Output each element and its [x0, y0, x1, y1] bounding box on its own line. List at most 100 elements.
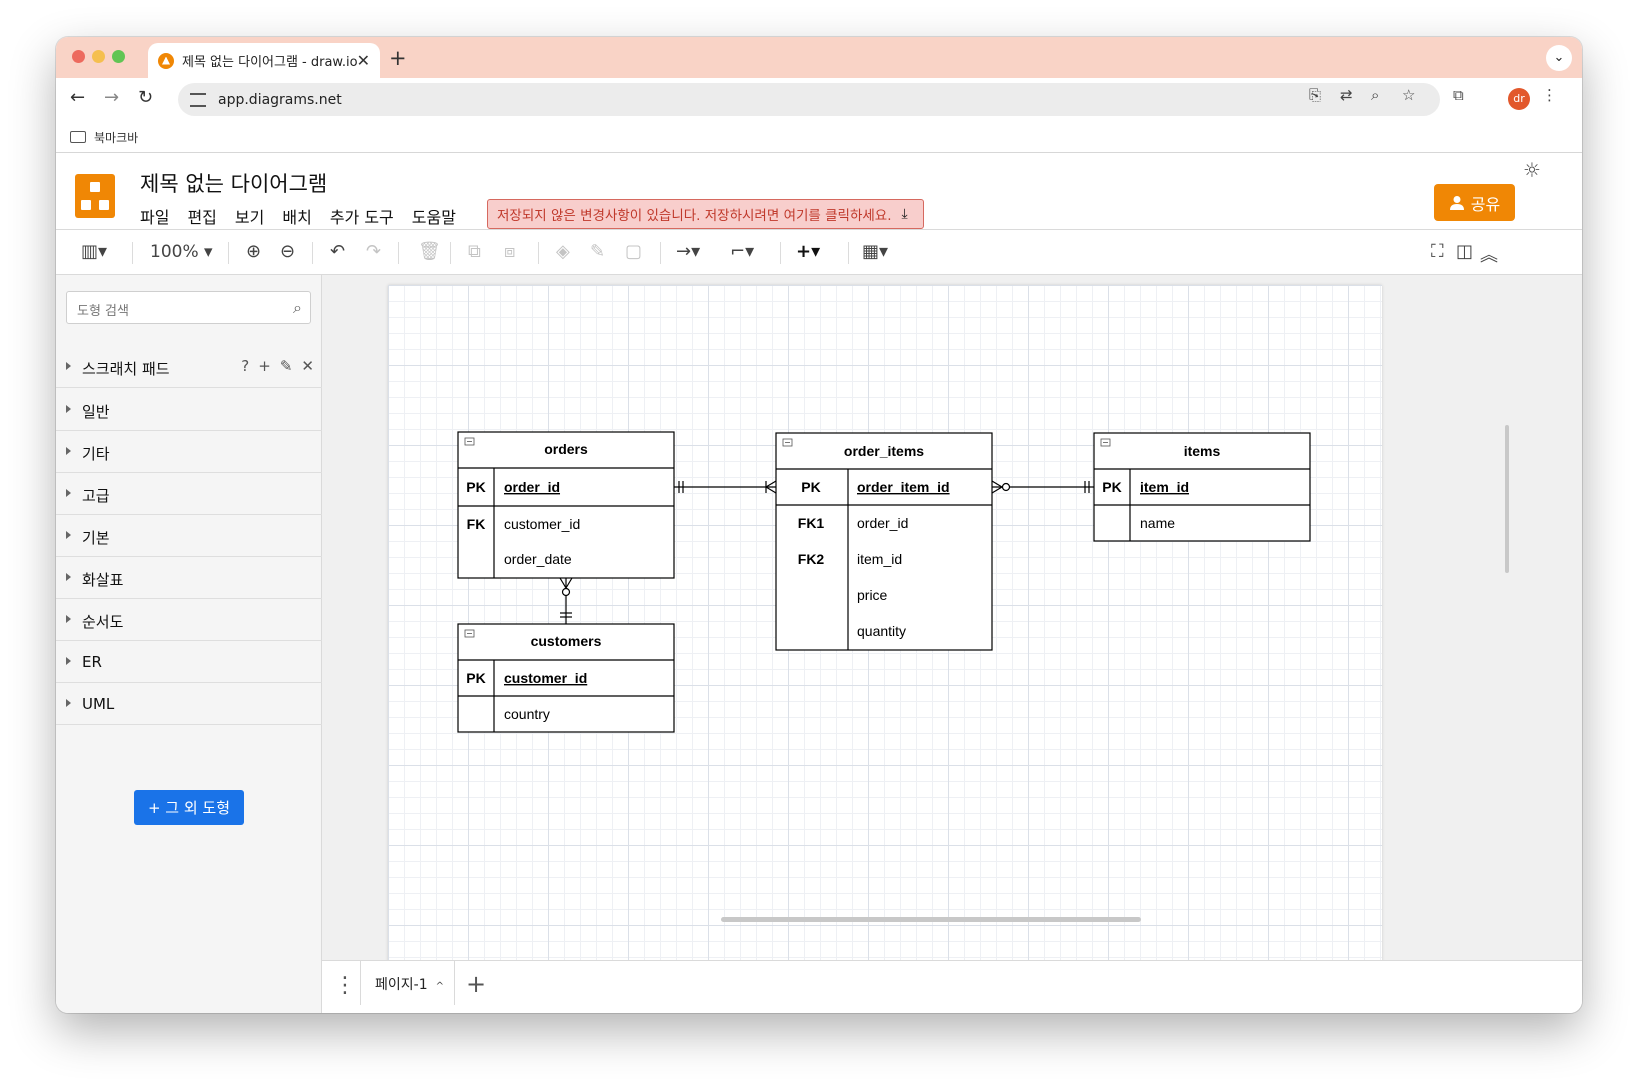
translate-icon[interactable]: ⇄ — [1340, 86, 1353, 104]
maximize-window-button[interactable] — [112, 50, 125, 63]
zoom-level-select[interactable]: 100% ▾ — [150, 242, 213, 262]
sidebar-category-advanced[interactable]: 고급 — [56, 472, 322, 515]
waypoints-icon[interactable]: ⌐▾ — [730, 241, 755, 262]
shape-search-placeholder: 도형 검색 — [77, 304, 129, 319]
menu-edit[interactable]: 편집 — [187, 208, 217, 227]
add-icon[interactable]: + — [258, 357, 271, 375]
share-button[interactable]: 공유 — [1434, 184, 1515, 221]
entity-field: name — [1140, 515, 1175, 531]
sidebar-category-er[interactable]: ER — [56, 640, 322, 683]
sidebar-category-arrows[interactable]: 화살표 — [56, 556, 322, 599]
zoom-magnifier-icon[interactable]: ⌕ — [1371, 86, 1380, 104]
page-tab[interactable]: 페이지-1^ — [360, 961, 455, 1005]
help-icon[interactable]: ? — [241, 357, 250, 375]
install-app-icon[interactable]: ⎘ — [1309, 86, 1322, 104]
to-front-icon[interactable]: ⧉ — [468, 241, 481, 262]
close-window-button[interactable] — [72, 50, 85, 63]
entity-title: order_items — [844, 443, 924, 459]
shape-search-input[interactable]: 도형 검색 ⌕ — [66, 291, 311, 324]
menu-arrange[interactable]: 배치 — [282, 208, 312, 227]
zoom-in-icon[interactable]: ⊕ — [246, 241, 262, 262]
entity-field-primary: order_item_id — [857, 479, 950, 495]
page-tabs-bar: ⋮ 페이지-1^ + — [322, 960, 1582, 1013]
unsaved-changes-banner[interactable]: 저장되지 않은 변경사항이 있습니다. 저장하시려면 여기를 클릭하세요. ⤓ — [487, 199, 924, 229]
fullscreen-icon[interactable]: ⛶ — [1431, 241, 1444, 262]
collapse-chevron-icon[interactable]: ︽ — [1480, 245, 1498, 266]
profile-avatar[interactable]: dr — [1508, 88, 1530, 110]
diagram-page[interactable]: orders PK order_id FK customer_id order_… — [388, 285, 1382, 960]
close-icon[interactable]: ✕ — [301, 357, 314, 375]
entity-field-primary: item_id — [1140, 479, 1189, 495]
tab-search-chevron-icon[interactable]: ⌄ — [1546, 45, 1572, 71]
forward-arrow-icon[interactable]: → — [104, 87, 120, 108]
er-diagram[interactable]: orders PK order_id FK customer_id order_… — [388, 285, 1382, 960]
horizontal-scrollbar[interactable] — [721, 917, 1141, 922]
connection-arrow-icon[interactable]: →▾ — [676, 241, 701, 262]
bookmark-star-icon[interactable]: ☆ — [1402, 86, 1416, 104]
sidebar-category-scratchpad[interactable]: 스크래치 패드 ? + ✎ ✕ — [56, 345, 322, 388]
sidebar-category-flowchart[interactable]: 순서도 — [56, 598, 322, 641]
bookmarks-bar-label[interactable]: 북마크바 — [94, 131, 139, 145]
expand-triangle-icon — [66, 405, 71, 413]
menu-view[interactable]: 보기 — [234, 208, 265, 227]
format-panel-icon[interactable]: ▥▾ — [81, 241, 108, 262]
more-shapes-button[interactable]: + 그 외 도형 — [134, 790, 244, 825]
browser-tab-active[interactable]: 제목 없는 다이어그램 - draw.io ✕ — [148, 43, 380, 78]
site-settings-icon[interactable] — [190, 92, 206, 107]
shadow-icon[interactable]: ▢ — [625, 241, 643, 262]
canvas-area[interactable]: orders PK order_id FK customer_id order_… — [322, 275, 1582, 960]
table-icon[interactable]: ▦▾ — [862, 241, 889, 262]
entity-orders[interactable] — [457, 431, 675, 579]
address-bar[interactable]: app.diagrams.net — [178, 83, 1440, 116]
edit-pencil-icon[interactable]: ✎ — [279, 357, 293, 375]
back-arrow-icon[interactable]: ← — [70, 87, 86, 108]
sidebar-category-general[interactable]: 일반 — [56, 388, 322, 431]
document-title[interactable]: 제목 없는 다이어그램 — [140, 172, 328, 196]
delete-icon[interactable]: 🗑 — [418, 241, 441, 262]
add-page-icon[interactable]: + — [466, 970, 487, 998]
search-icon[interactable]: ⌕ — [293, 298, 302, 317]
zoom-out-icon[interactable]: ⊖ — [280, 241, 296, 262]
new-tab-icon[interactable]: + — [389, 46, 407, 70]
pages-menu-icon[interactable]: ⋮ — [334, 973, 356, 998]
insert-plus-icon[interactable]: +▾ — [796, 241, 821, 262]
redo-icon[interactable]: ↷ — [366, 241, 382, 262]
chevron-up-icon[interactable]: ^ — [435, 981, 444, 992]
expand-triangle-icon — [66, 362, 71, 370]
to-back-icon[interactable]: ⧈ — [504, 241, 516, 262]
reload-icon[interactable]: ↻ — [138, 87, 154, 108]
menu-extras[interactable]: 추가 도구 — [329, 208, 394, 227]
toggle-panel-icon[interactable]: ◫ — [1456, 241, 1474, 262]
vertical-scrollbar[interactable] — [1505, 425, 1509, 573]
entity-field: order_date — [504, 551, 572, 567]
connector-orders-order-items[interactable] — [674, 480, 777, 494]
extensions-puzzle-icon[interactable]: ⧉ — [1453, 86, 1464, 104]
category-label: 순서도 — [82, 613, 124, 631]
entity-field-primary: customer_id — [504, 670, 587, 686]
entity-field: customer_id — [504, 516, 580, 532]
minimize-window-button[interactable] — [92, 50, 105, 63]
entity-order-items[interactable] — [775, 432, 993, 651]
menu-help[interactable]: 도움말 — [411, 208, 456, 227]
sidebar-category-misc[interactable]: 기타 — [56, 430, 322, 473]
connector-order-items-items[interactable] — [991, 480, 1094, 494]
line-color-icon[interactable]: ✎ — [590, 241, 606, 262]
sidebar-category-basic[interactable]: 기본 — [56, 514, 322, 557]
fill-color-icon[interactable]: ◈ — [556, 241, 570, 262]
entity-customers[interactable] — [457, 623, 675, 733]
bookmark-folder-icon — [70, 131, 86, 143]
entity-field: country — [504, 706, 550, 722]
entity-key: PK — [466, 479, 485, 495]
entity-items[interactable] — [1093, 432, 1311, 542]
undo-icon[interactable]: ↶ — [330, 241, 346, 262]
category-label: 스크래치 패드 — [82, 360, 170, 378]
sidebar-category-uml[interactable]: UML — [56, 682, 322, 725]
connector-orders-customers[interactable] — [559, 577, 573, 624]
close-tab-icon[interactable]: ✕ — [356, 51, 370, 70]
menu-file[interactable]: 파일 — [140, 208, 170, 227]
theme-sun-icon[interactable]: ☼ — [1523, 158, 1541, 182]
category-label: 화살표 — [82, 571, 124, 589]
entity-key: PK — [801, 479, 820, 495]
browser-menu-icon[interactable]: ⋮ — [1542, 86, 1557, 104]
browser-toolbar: ← → ↻ app.diagrams.net ⎘ ⇄ ⌕ ☆ ⧉ dr ⋮ — [56, 78, 1582, 121]
